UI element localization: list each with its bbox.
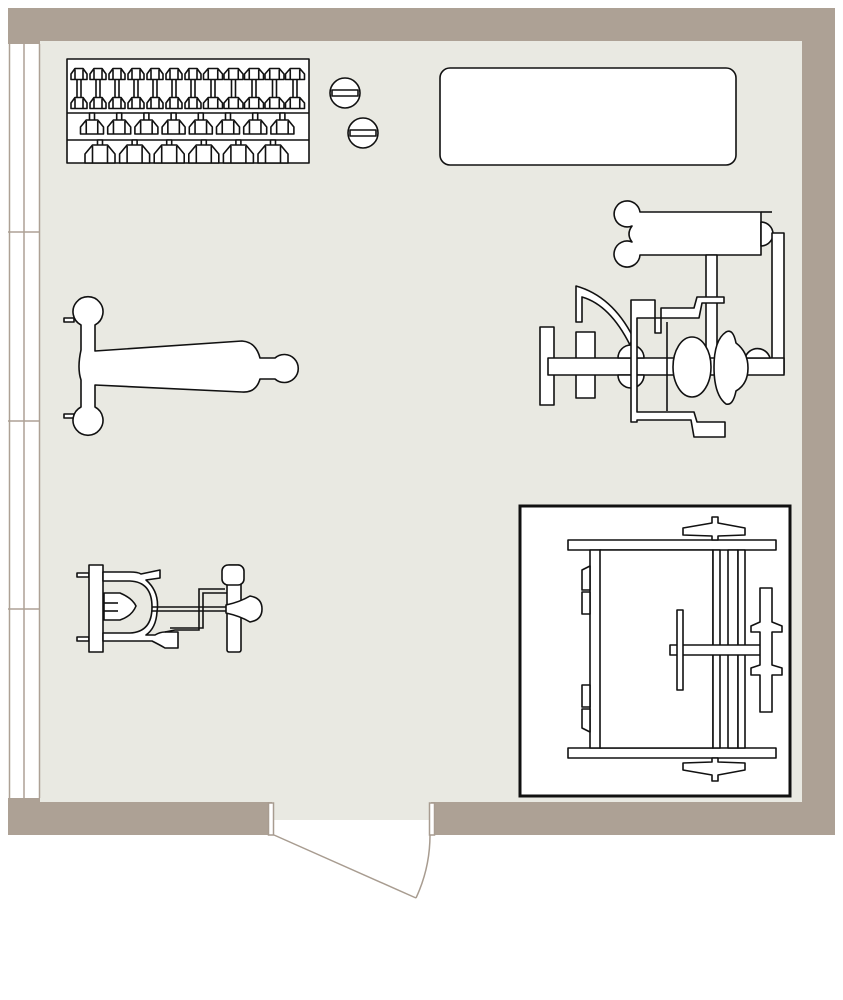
dumbbell [70,67,88,110]
dumbbell [118,139,151,164]
dumbbell [165,67,183,110]
dumbbell [89,67,107,110]
dumbbell [79,112,105,135]
leg-press-machine [76,564,263,653]
door-jamb-right [428,802,436,836]
door-jamb-left [267,802,275,836]
weight-plate [329,77,361,109]
dumbbell [202,67,224,110]
dumbbell [270,112,295,135]
multi-gym-machine [539,200,785,438]
door-opening-floor [272,800,431,820]
dumbbell [242,112,268,135]
dumbbell [161,112,186,135]
door-swing-arc [415,834,431,899]
dumbbell [153,139,185,164]
dumbbell [108,67,126,110]
door-opening-outside [272,820,431,836]
dumbbell [127,67,145,110]
dumbbell [264,67,285,110]
dumbbell [222,139,255,164]
dumbbell [188,139,220,164]
dumbbell [257,139,289,164]
door[interactable] [267,802,436,899]
door-leaf [273,834,417,899]
window [8,44,41,798]
dumbbell [134,112,159,135]
dumbbell [215,112,241,135]
adjustable-bench [63,296,299,436]
dumbbell [284,67,306,110]
weight-plate [347,117,379,149]
weight-plates [329,77,379,149]
dumbbell [84,139,116,164]
dumbbell [184,67,202,110]
flat-bench [439,67,737,166]
dumbbell [223,67,244,110]
dumbbell [188,112,214,135]
dumbbell [243,67,265,110]
power-rack [518,504,792,798]
dumbbell [146,67,164,110]
dumbbell-rack [66,58,310,164]
dumbbell [106,112,132,135]
